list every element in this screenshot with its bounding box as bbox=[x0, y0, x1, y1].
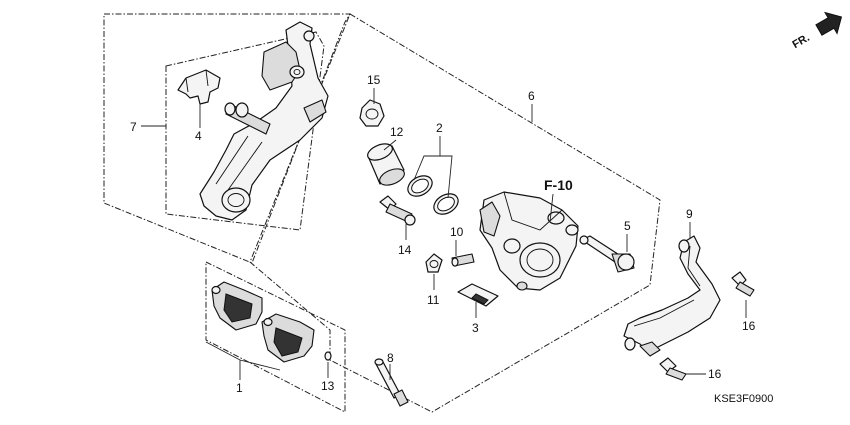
callout-11: 11 bbox=[427, 293, 440, 307]
bleeder-screw bbox=[425, 253, 443, 273]
callout-13: 13 bbox=[321, 379, 335, 393]
reference-label-f10: F-10 bbox=[544, 177, 573, 193]
leader-lines bbox=[141, 88, 747, 380]
caliper-bracket bbox=[199, 21, 329, 221]
bracket-group-outline bbox=[103, 13, 351, 264]
brake-pad-left bbox=[211, 281, 263, 331]
guard-bolt-upper bbox=[731, 271, 755, 297]
caliper-assembly-outline bbox=[249, 13, 661, 413]
callout-10: 10 bbox=[450, 225, 464, 239]
callout-12: 12 bbox=[390, 125, 404, 139]
brake-pad-right bbox=[261, 313, 315, 363]
callout-9: 9 bbox=[686, 207, 693, 221]
callout-1: 1 bbox=[236, 381, 243, 395]
bleeder-cap bbox=[359, 99, 385, 127]
callout-16-lower: 16 bbox=[708, 367, 722, 381]
caliper-slide-pin bbox=[579, 235, 635, 273]
callout-16-upper: 16 bbox=[742, 319, 756, 333]
brake-pad-set-outline bbox=[205, 261, 346, 413]
guard-bolt-lower bbox=[659, 357, 687, 381]
caliper-guard bbox=[623, 235, 721, 357]
front-direction-arrow: FR. bbox=[790, 11, 843, 51]
pad-pin-clip bbox=[324, 351, 332, 361]
fr-direction-label: FR. bbox=[790, 32, 811, 51]
pad-retainer-clip bbox=[177, 69, 221, 105]
caliper-piston bbox=[367, 143, 405, 186]
callout-7: 7 bbox=[130, 120, 137, 134]
pad-pin bbox=[374, 358, 409, 407]
callout-6: 6 bbox=[528, 89, 535, 103]
callout-15: 15 bbox=[367, 73, 381, 87]
bleeder-valve bbox=[451, 253, 475, 267]
callout-8: 8 bbox=[387, 351, 394, 365]
piston-seal-set bbox=[407, 175, 459, 215]
callout-14: 14 bbox=[398, 243, 412, 257]
callout-3: 3 bbox=[472, 321, 479, 335]
callout-4: 4 bbox=[195, 129, 202, 143]
caliper-slide-bolt bbox=[379, 195, 416, 226]
diagram-code: KSE3F0900 bbox=[714, 393, 773, 405]
caliper-body bbox=[479, 191, 579, 291]
callout-5: 5 bbox=[624, 219, 631, 233]
callout-2: 2 bbox=[436, 121, 443, 135]
pad-spring-plate bbox=[457, 283, 499, 307]
